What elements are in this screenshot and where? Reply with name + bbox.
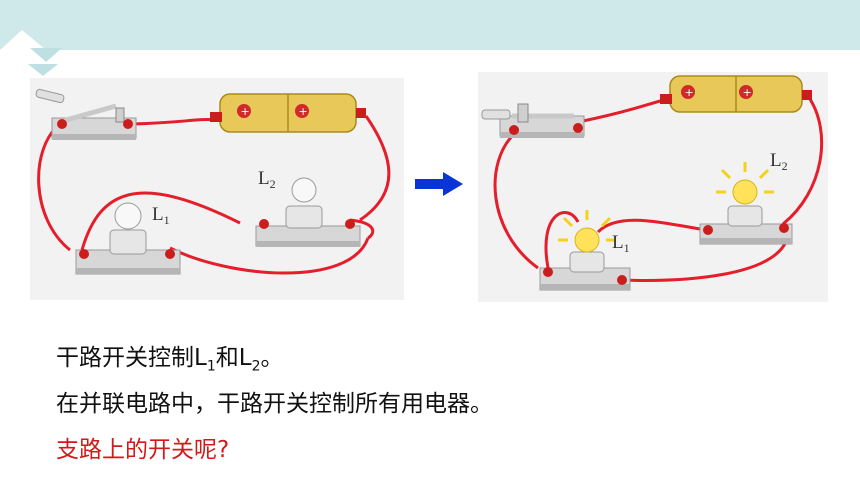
lamp-l2-lit-icon [699, 162, 793, 245]
main-switch-statement: 干路开关控制L1和L2。 [56, 345, 284, 375]
battery-icon: + + [210, 93, 366, 133]
lamp-l1-icon [75, 202, 181, 275]
right-arrow-icon [415, 172, 463, 196]
svg-text:+: + [241, 105, 250, 118]
open-switch-icon [35, 88, 137, 140]
closed-switch-icon [481, 103, 585, 138]
svg-text:+: + [299, 105, 308, 118]
svg-text:+: + [743, 86, 752, 99]
svg-text:+: + [685, 86, 694, 99]
circuit-before: + + L1 L2 [30, 78, 404, 300]
lamp-l1-label: L1 [612, 232, 630, 255]
branch-switch-question: 支路上的开关呢? [56, 437, 230, 463]
lamp-l2-icon [255, 177, 361, 247]
lamp-l1-label: L1 [152, 204, 170, 227]
lamp-l2-label: L2 [770, 150, 788, 173]
lamp-l1-lit-icon [539, 210, 631, 291]
lamp-l2-label: L2 [258, 168, 276, 191]
corner-decoration-icon [0, 30, 62, 76]
header-band [0, 0, 860, 50]
parallel-circuit-statement: 在并联电路中，干路开关控制所有用电器。 [56, 391, 493, 417]
battery-icon: + + [660, 75, 812, 113]
circuit-after: + + L1 [478, 72, 828, 302]
